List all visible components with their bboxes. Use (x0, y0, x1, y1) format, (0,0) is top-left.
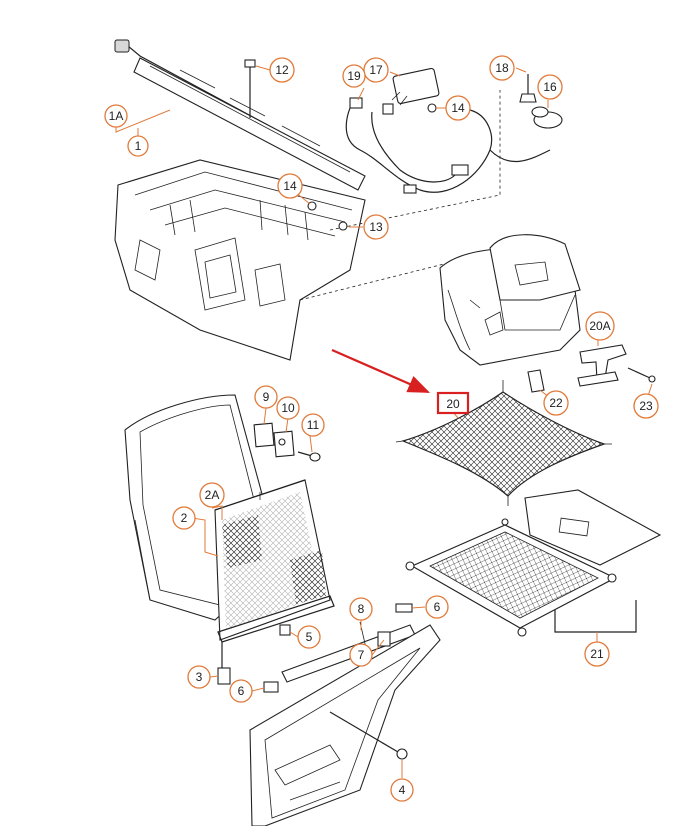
callout-label: 6 (238, 684, 245, 698)
highlight-arrow (331, 348, 431, 394)
antenna-amplifier-assembly (345, 67, 563, 194)
callout-16[interactable]: 16 (537, 74, 563, 100)
callout-label: 14 (283, 179, 297, 193)
callout-14-top[interactable]: 14 (445, 95, 471, 121)
callout-7[interactable]: 7 (349, 643, 373, 667)
callout-14-shelf[interactable]: 14 (277, 173, 303, 199)
callout-13[interactable]: 13 (363, 214, 389, 240)
callout-label: 9 (263, 390, 270, 404)
callout-label: 1 (135, 139, 142, 153)
callout-label: 19 (347, 69, 361, 83)
callout-5[interactable]: 5 (297, 625, 321, 649)
callout-10[interactable]: 10 (276, 396, 300, 420)
callout-2A[interactable]: 2A (199, 482, 225, 508)
callout-1A[interactable]: 1A (104, 104, 128, 128)
callout-12[interactable]: 12 (269, 57, 295, 83)
callout-3[interactable]: 3 (187, 665, 211, 689)
callout-label: 13 (369, 220, 383, 234)
callout-19[interactable]: 19 (342, 64, 366, 88)
callout-label: 8 (358, 602, 365, 616)
parcel-shelf-assembly (114, 39, 501, 361)
callout-label: 23 (639, 399, 653, 413)
callout-20-highlighted[interactable]: 20 (436, 391, 470, 415)
callout-label: 16 (543, 80, 557, 94)
callout-label: 7 (358, 648, 365, 662)
callout-20A[interactable]: 20A (585, 311, 615, 341)
callout-11[interactable]: 11 (301, 413, 325, 437)
callout-9[interactable]: 9 (254, 385, 278, 409)
callout-label: 11 (307, 418, 320, 432)
callout-label: 21 (590, 647, 604, 661)
door-sunblind-assembly (124, 394, 441, 826)
callout-21[interactable]: 21 (584, 641, 610, 667)
callout-label: 6 (434, 600, 441, 614)
callout-label: 14 (451, 101, 465, 115)
car-rear-illustration (439, 234, 656, 399)
cargo-net-20 (395, 380, 612, 506)
callout-17[interactable]: 17 (363, 57, 389, 83)
callout-23[interactable]: 23 (633, 393, 659, 419)
callout-8[interactable]: 8 (349, 597, 373, 621)
callout-label: 3 (196, 670, 203, 684)
callout-label: 17 (369, 63, 383, 77)
callout-label: 20A (589, 319, 610, 333)
callout-label: 10 (281, 401, 295, 415)
callout-22[interactable]: 22 (543, 390, 569, 416)
callout-1[interactable]: 1 (127, 135, 149, 157)
callout-label: 4 (399, 783, 406, 797)
callout-18[interactable]: 18 (489, 55, 515, 81)
callout-2[interactable]: 2 (172, 506, 196, 530)
callout-label: 1A (109, 109, 124, 123)
callout-label: 5 (306, 630, 313, 644)
callout-6-lower[interactable]: 6 (229, 679, 253, 703)
callout-label: 18 (495, 61, 509, 75)
callout-4[interactable]: 4 (390, 778, 414, 802)
floor-net-frame-21 (405, 489, 662, 642)
callout-6-upper[interactable]: 6 (425, 595, 449, 619)
callout-label: 2A (205, 488, 220, 502)
callout-label: 2 (181, 511, 188, 525)
callout-label: 20 (446, 397, 460, 411)
callout-label: 12 (275, 63, 289, 77)
callout-label: 22 (549, 396, 563, 410)
